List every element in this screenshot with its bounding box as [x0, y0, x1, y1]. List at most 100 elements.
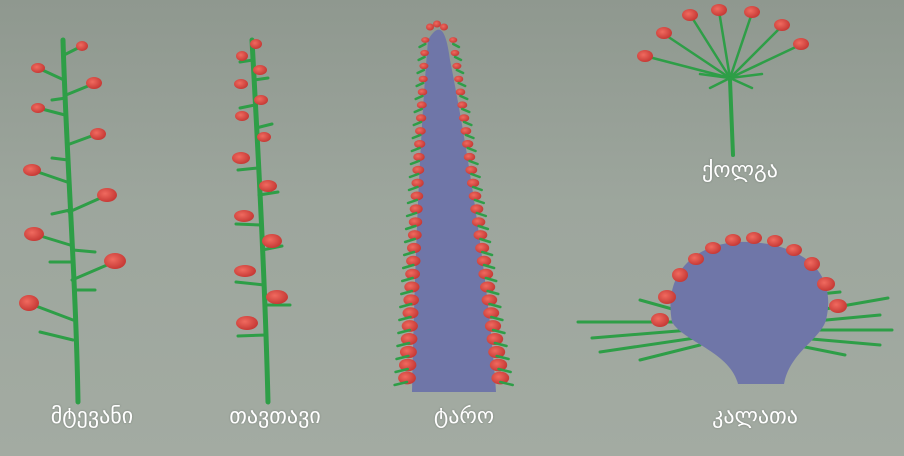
bract — [486, 278, 496, 281]
flower — [417, 101, 427, 108]
flower — [452, 63, 461, 69]
flower — [236, 316, 258, 330]
bract — [488, 291, 499, 294]
flower — [705, 242, 721, 254]
flower — [767, 235, 783, 247]
bract — [419, 57, 425, 60]
bract — [471, 174, 479, 177]
flower — [786, 244, 802, 256]
flower — [817, 277, 835, 291]
flower — [637, 50, 653, 62]
umbel-label: ქოლგა — [702, 158, 778, 183]
spadix-axis — [412, 30, 496, 392]
bract — [403, 265, 413, 268]
bract — [464, 122, 471, 125]
flower — [235, 111, 249, 121]
spike-label: თავთავი — [229, 404, 321, 429]
umbel-stem — [730, 80, 733, 155]
bract — [398, 330, 409, 333]
bract — [455, 57, 461, 60]
flower — [457, 101, 467, 108]
capitulum-label: კალათა — [712, 404, 798, 429]
flower — [250, 39, 262, 49]
flower — [236, 51, 248, 61]
bract — [395, 382, 407, 385]
bract — [407, 213, 416, 216]
flower — [793, 38, 809, 50]
flower — [440, 24, 448, 31]
bract — [401, 291, 412, 294]
bract — [462, 109, 469, 112]
bract — [397, 356, 409, 359]
flower — [76, 41, 88, 51]
bract — [412, 148, 420, 151]
flower — [651, 313, 669, 327]
flower — [459, 114, 469, 121]
bract — [453, 44, 459, 47]
flower — [804, 257, 820, 271]
bract — [480, 239, 490, 242]
bract — [396, 369, 408, 372]
bract — [405, 239, 415, 242]
flower — [725, 234, 741, 246]
flower — [31, 103, 45, 113]
bract — [497, 356, 509, 359]
capitulum-diagram — [578, 232, 892, 384]
flower — [451, 50, 460, 56]
flower — [461, 127, 472, 135]
bract — [457, 70, 463, 73]
bract — [418, 70, 424, 73]
bract — [416, 96, 423, 99]
flower — [420, 50, 429, 56]
bract — [498, 369, 510, 372]
flower — [672, 268, 688, 282]
bract — [495, 343, 507, 346]
flower — [234, 79, 248, 89]
bract — [470, 161, 478, 164]
spadix-diagram — [395, 21, 513, 393]
flower — [421, 37, 429, 43]
bract — [477, 213, 486, 216]
bract — [473, 187, 482, 190]
bract — [411, 161, 419, 164]
bract — [400, 304, 411, 307]
bract — [415, 109, 422, 112]
flower — [433, 21, 441, 28]
flower — [418, 89, 428, 96]
flower — [744, 6, 760, 18]
umbel-diagram — [637, 4, 809, 155]
bract — [468, 148, 476, 151]
bract — [410, 174, 418, 177]
bract — [482, 252, 492, 255]
flower — [253, 65, 267, 75]
spike-flowers — [232, 39, 288, 330]
bract — [489, 304, 500, 307]
bract — [420, 44, 426, 47]
bract — [417, 83, 423, 86]
flower — [456, 89, 466, 96]
flower — [774, 19, 790, 31]
flower — [746, 232, 762, 244]
spike-diagram — [232, 39, 290, 402]
bract — [413, 135, 421, 138]
bract — [399, 317, 410, 320]
flower — [419, 63, 428, 69]
flower — [234, 265, 256, 277]
bract — [479, 226, 488, 229]
spadix-label: ტარო — [434, 404, 494, 429]
flower — [454, 76, 463, 83]
flower — [426, 24, 434, 31]
flower — [449, 37, 457, 43]
bract — [402, 278, 412, 281]
bract — [404, 252, 414, 255]
bract — [484, 265, 494, 268]
raceme-label: მტევანი — [51, 404, 133, 429]
flower — [90, 128, 106, 140]
bract — [491, 317, 502, 320]
flower — [419, 76, 428, 83]
flower — [234, 210, 254, 222]
flower — [682, 9, 698, 21]
flower — [262, 234, 282, 248]
raceme-diagram — [19, 40, 126, 402]
